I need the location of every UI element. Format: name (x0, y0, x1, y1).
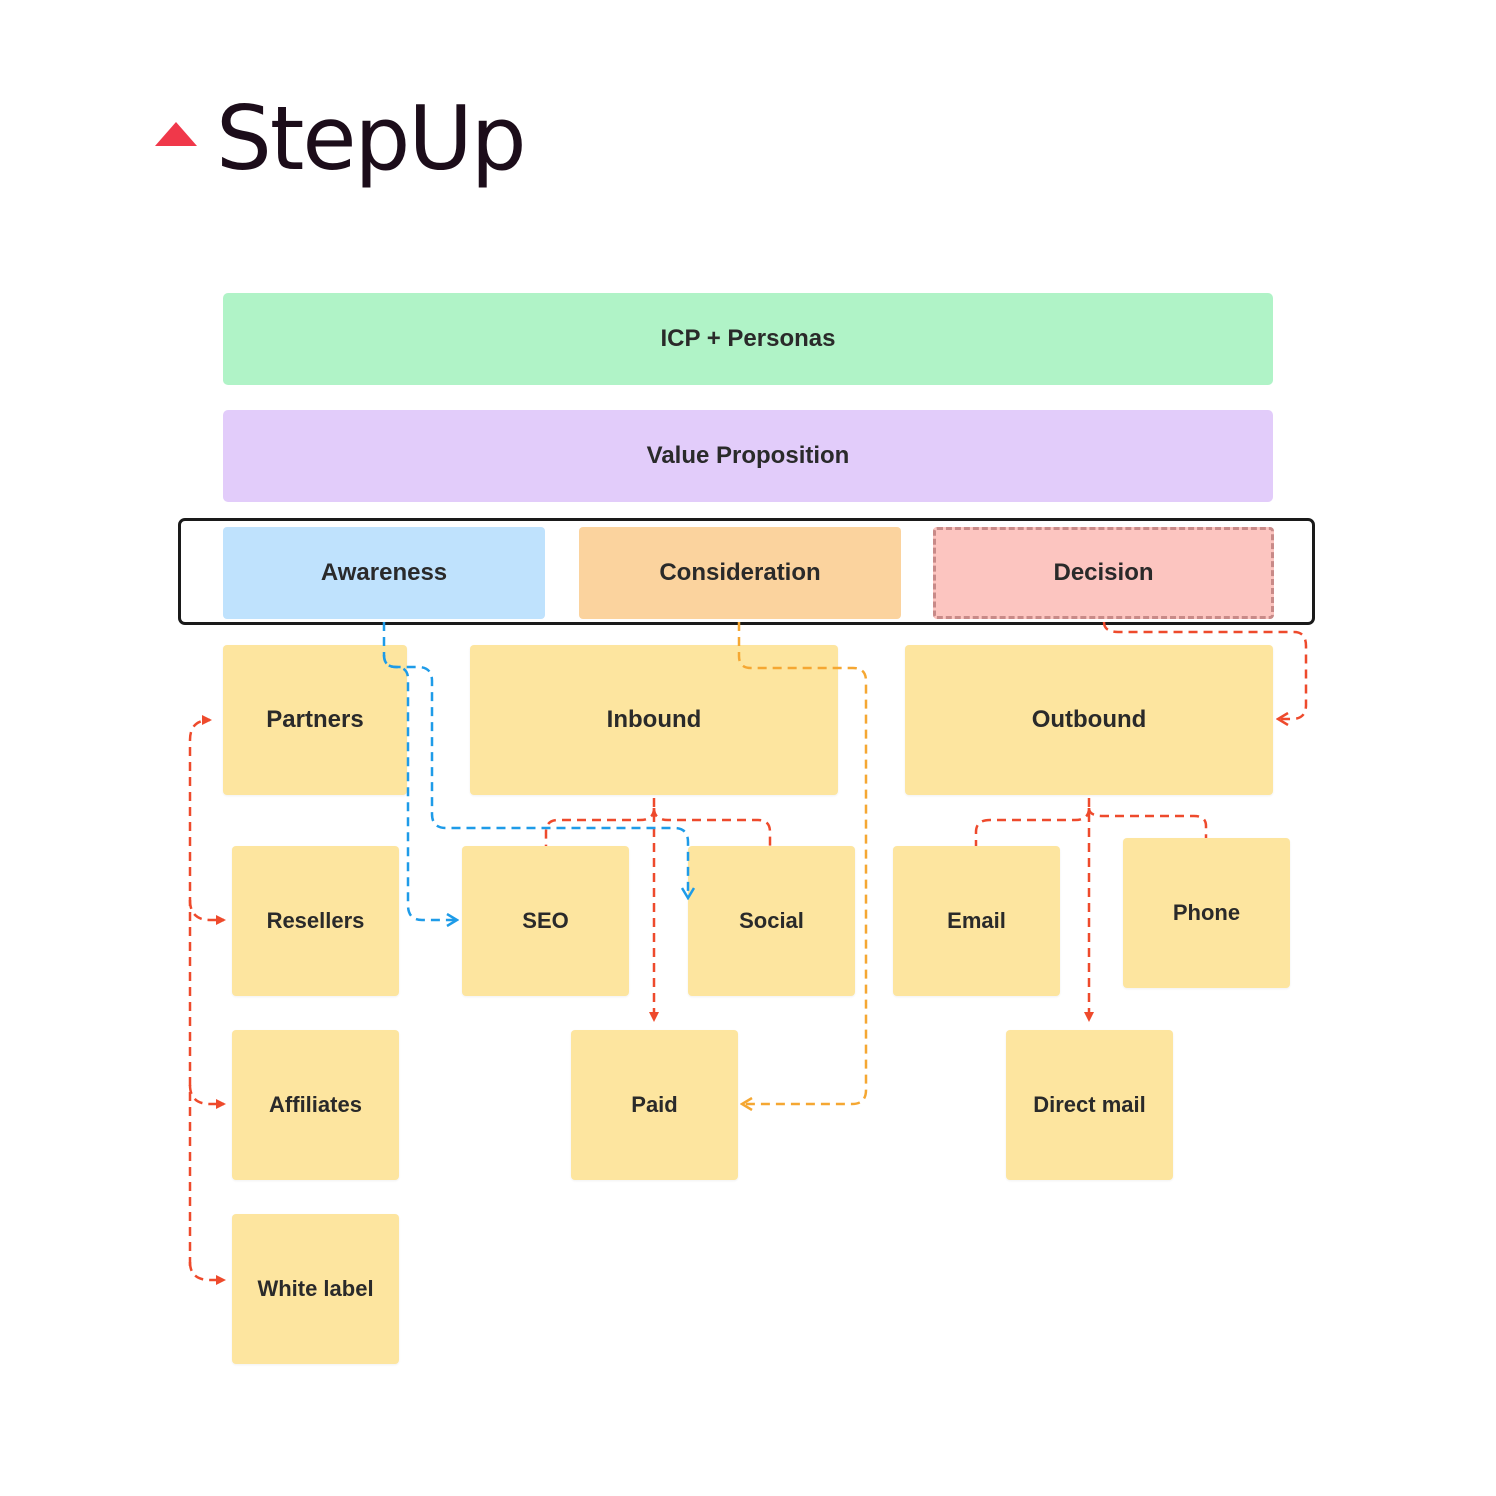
note-email-label: Email (947, 908, 1006, 933)
icp-personas-band[interactable]: ICP + Personas (223, 293, 1273, 385)
note-white-label-label: White label (257, 1276, 374, 1301)
connector-outbound-to-email (974, 807, 1091, 846)
note-email[interactable]: Email (893, 846, 1060, 996)
connector-to-affiliates (188, 1084, 226, 1109)
note-partners-label: Partners (266, 706, 364, 733)
stage-awareness-label: Awareness (320, 559, 448, 586)
note-resellers[interactable]: Resellers (232, 846, 399, 996)
value-proposition-band[interactable]: Value Proposition (223, 410, 1273, 502)
note-phone[interactable]: Phone (1123, 838, 1290, 988)
connector-to-resellers (188, 899, 226, 925)
connector-outbound-to-phone (1087, 807, 1208, 838)
note-social-label: Social (739, 908, 804, 933)
note-phone-label: Phone (1172, 900, 1241, 925)
stage-consideration-label: Consideration (659, 559, 821, 586)
stage-decision[interactable]: Decision (933, 527, 1274, 619)
stage-awareness[interactable]: Awareness (223, 527, 545, 619)
note-paid-label: Paid (631, 1092, 678, 1117)
connector-to-white-label (188, 1261, 226, 1285)
note-seo-label: SEO (522, 908, 569, 933)
note-paid[interactable]: Paid (571, 1030, 738, 1180)
connector-inbound-to-seo (544, 807, 656, 846)
note-white-label[interactable]: White label (232, 1214, 399, 1364)
note-affiliates-label: Affiliates (269, 1092, 362, 1117)
stage-decision-label: Decision (1053, 559, 1154, 586)
note-social[interactable]: Social (688, 846, 855, 996)
connector-partners-trunk (188, 715, 212, 1266)
stage-consideration[interactable]: Consideration (579, 527, 901, 619)
note-partners[interactable]: Partners (223, 645, 407, 795)
note-resellers-label: Resellers (266, 908, 365, 933)
note-direct-mail[interactable]: Direct mail (1006, 1030, 1173, 1180)
note-inbound-label: Inbound (606, 706, 702, 733)
note-inbound[interactable]: Inbound (470, 645, 838, 795)
connector-inbound-to-social (652, 807, 772, 846)
note-seo[interactable]: SEO (462, 846, 629, 996)
logo-text: StepUp (216, 87, 527, 190)
note-outbound-label: Outbound (1031, 706, 1147, 733)
value-proposition-label: Value Proposition (646, 442, 850, 469)
note-affiliates[interactable]: Affiliates (232, 1030, 399, 1180)
note-outbound[interactable]: Outbound (905, 645, 1273, 795)
note-direct-mail-label: Direct mail (1033, 1092, 1146, 1117)
logo-triangle-icon (155, 122, 197, 146)
icp-personas-label: ICP + Personas (660, 325, 836, 352)
